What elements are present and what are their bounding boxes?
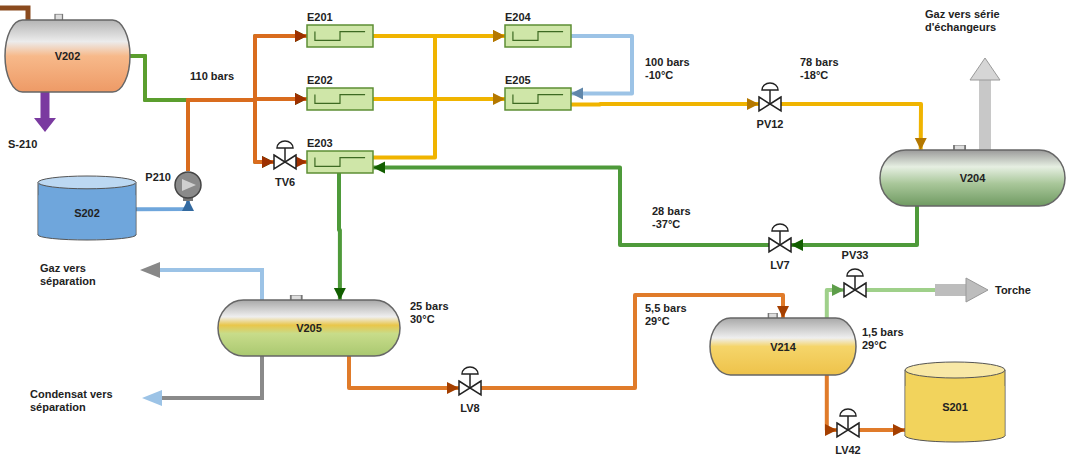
process-pipe xyxy=(373,97,505,101)
process-label: Gaz vers série d'échangeurs xyxy=(925,8,1050,34)
control-valve: LV42 xyxy=(837,419,859,441)
gas-pipe xyxy=(158,270,262,300)
process-label: 1,5 bars 29°C xyxy=(862,326,920,352)
equipment-tag: E202 xyxy=(307,74,333,86)
process-pipe xyxy=(188,100,274,171)
equipment-tag: E203 xyxy=(307,137,333,149)
pump: P210 xyxy=(174,171,202,199)
outlet-arrow xyxy=(34,118,56,132)
process-label: 78 bars -18°C xyxy=(800,56,858,82)
equipment-tag: LV7 xyxy=(770,259,789,271)
storage-tank: S201 xyxy=(905,362,1005,442)
process-label: 100 bars -10°C xyxy=(645,56,705,82)
control-valve: LV8 xyxy=(459,377,481,399)
process-pipe xyxy=(859,428,905,432)
equipment-tag: LV8 xyxy=(460,402,479,414)
pump-symbol xyxy=(174,171,202,199)
process-pipe xyxy=(827,375,837,430)
process-pipe xyxy=(571,36,632,94)
exch-symbol xyxy=(505,25,571,47)
equipment-tag: TV6 xyxy=(275,176,295,188)
valve-symbol xyxy=(844,279,866,301)
equipment-tag: E204 xyxy=(505,11,531,23)
process-label: 5,5 bars 29°C xyxy=(645,302,703,328)
equipment-tag: LV42 xyxy=(835,444,860,456)
process-pipe xyxy=(188,36,307,171)
process-pipe xyxy=(339,173,340,300)
heat-exchanger: E204 xyxy=(505,25,571,47)
process-pipe xyxy=(188,99,307,171)
equipment-tag: PV12 xyxy=(757,118,784,130)
exch-symbol xyxy=(307,88,373,110)
process-pipe xyxy=(827,290,844,318)
process-pipe xyxy=(373,168,769,246)
process-pipe xyxy=(130,56,307,100)
process-label: Torche xyxy=(995,284,1031,297)
condensate-pipe-arrow xyxy=(142,390,162,406)
heat-exchanger: E205 xyxy=(505,88,571,110)
gas-pipe-arrow xyxy=(140,262,160,278)
heat-exchanger: E201 xyxy=(307,25,373,47)
equipment-tag: P210 xyxy=(145,171,171,183)
valve-symbol xyxy=(459,377,481,399)
valve-symbol xyxy=(274,151,296,173)
process-pipe xyxy=(571,102,759,107)
equipment-tag: V202 xyxy=(55,50,81,62)
heat-exchanger: E203 xyxy=(307,151,373,173)
flare-arrow xyxy=(935,284,968,296)
separator-vessel: V204 xyxy=(880,150,1065,206)
process-pipe xyxy=(130,36,307,100)
flare-arrow xyxy=(966,278,988,302)
process-pipe xyxy=(296,160,307,164)
equipment-tag: V205 xyxy=(296,322,322,334)
separator-vessel: V202 xyxy=(5,20,130,92)
process-pipe xyxy=(791,206,917,245)
process-label: 25 bars 30°C xyxy=(410,300,468,326)
process-label: 110 bars xyxy=(190,70,234,83)
process-pipe xyxy=(130,56,274,162)
equipment-tag: V214 xyxy=(770,341,796,353)
process-pipe xyxy=(349,356,459,388)
valve-symbol xyxy=(769,234,791,256)
process-pipe xyxy=(781,104,921,150)
process-label: 28 bars -37°C xyxy=(652,205,710,231)
gas-outlet-arrow xyxy=(970,58,1000,80)
equipment-tag: S202 xyxy=(74,207,100,219)
process-label: S-210 xyxy=(8,138,37,151)
heat-exchanger: E202 xyxy=(307,88,373,110)
control-valve: PV12 xyxy=(759,93,781,115)
control-valve: PV33 xyxy=(844,279,866,301)
gas-outlet-arrow xyxy=(979,78,991,150)
condensate-pipe xyxy=(160,356,262,398)
separator-vessel: V214 xyxy=(710,318,856,375)
separator-vessel: V205 xyxy=(218,300,400,356)
valve-symbol xyxy=(759,93,781,115)
process-pipe xyxy=(136,199,188,209)
process-label: Condensat vers séparation xyxy=(30,388,135,414)
equipment-tag: PV33 xyxy=(842,249,869,261)
equipment-tag: S201 xyxy=(942,401,968,413)
storage-tank: S202 xyxy=(38,176,136,240)
control-valve: TV6 xyxy=(274,151,296,173)
equipment-tag: E201 xyxy=(307,11,333,23)
process-label: Gaz vers séparation xyxy=(40,262,120,288)
exch-symbol xyxy=(307,151,373,173)
process-pipe xyxy=(373,36,505,158)
valve-symbol xyxy=(837,419,859,441)
equipment-tag: E205 xyxy=(505,74,531,86)
exch-symbol xyxy=(307,25,373,47)
equipment-tag: V204 xyxy=(960,172,986,184)
exch-symbol xyxy=(505,88,571,110)
outlet-arrow xyxy=(41,92,50,118)
control-valve: LV7 xyxy=(769,234,791,256)
